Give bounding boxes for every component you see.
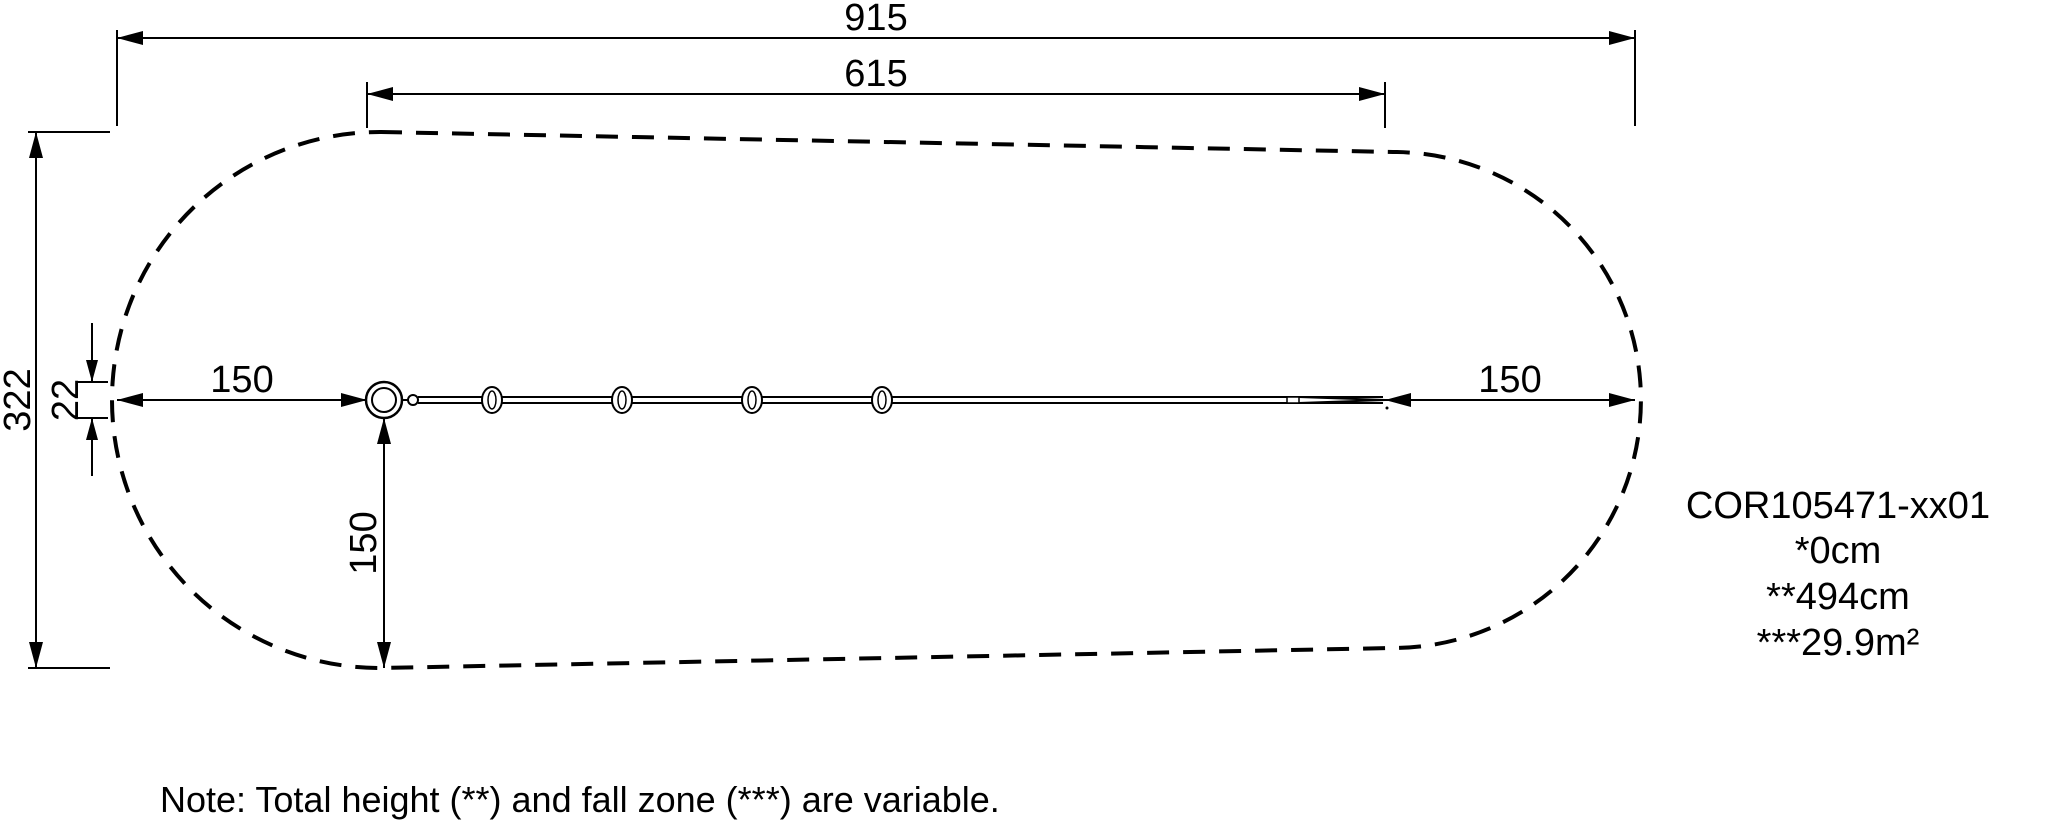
left-clearance-label: 150 bbox=[210, 359, 273, 401]
inner-length-label: 615 bbox=[844, 53, 907, 95]
overall-width-label: 322 bbox=[0, 368, 39, 431]
bottom-clearance-label: 150 bbox=[343, 511, 385, 574]
product-code: COR105471-xx01 bbox=[1686, 485, 1990, 527]
dimension-overall-width: 322 bbox=[0, 131, 110, 669]
total-height: **494cm bbox=[1766, 576, 1910, 618]
fall-zone-area: ***29.9m² bbox=[1757, 622, 1920, 664]
rope-bead bbox=[871, 386, 893, 414]
dimension-rope-offset: 22 bbox=[45, 323, 108, 476]
fall-zone-outline bbox=[110, 129, 1643, 671]
rope-bead-inner bbox=[617, 390, 627, 410]
rope-end-point bbox=[1385, 406, 1389, 410]
rope-assembly bbox=[364, 380, 1389, 420]
shackle bbox=[407, 394, 419, 406]
rope-beads bbox=[481, 386, 893, 414]
dimension-left-clearance: 150 bbox=[117, 359, 367, 407]
rope-offset-label: 22 bbox=[45, 379, 87, 421]
right-clearance-label: 150 bbox=[1478, 359, 1541, 401]
dimension-overall-length: 915 bbox=[116, 0, 1636, 126]
pole-inner-ring bbox=[371, 387, 397, 413]
rope-bead-inner bbox=[877, 390, 887, 410]
dimension-inner-length: 615 bbox=[366, 53, 1386, 128]
overall-length-label: 915 bbox=[844, 0, 907, 39]
rope-bead bbox=[741, 386, 763, 414]
rope-bead-inner bbox=[747, 390, 757, 410]
footnote: Note: Total height (**) and fall zone (*… bbox=[160, 779, 1000, 820]
rope-bead bbox=[481, 386, 503, 414]
dimension-bottom-clearance: 150 bbox=[343, 418, 391, 668]
rope-end-fitting bbox=[1286, 396, 1300, 404]
dimension-right-clearance: 150 bbox=[1385, 359, 1635, 407]
rope-bead bbox=[611, 386, 633, 414]
spec-block: COR105471-xx01 *0cm **494cm ***29.9m² bbox=[1686, 485, 1990, 664]
free-fall-height: *0cm bbox=[1795, 530, 1882, 572]
rope-bead-inner bbox=[487, 390, 497, 410]
